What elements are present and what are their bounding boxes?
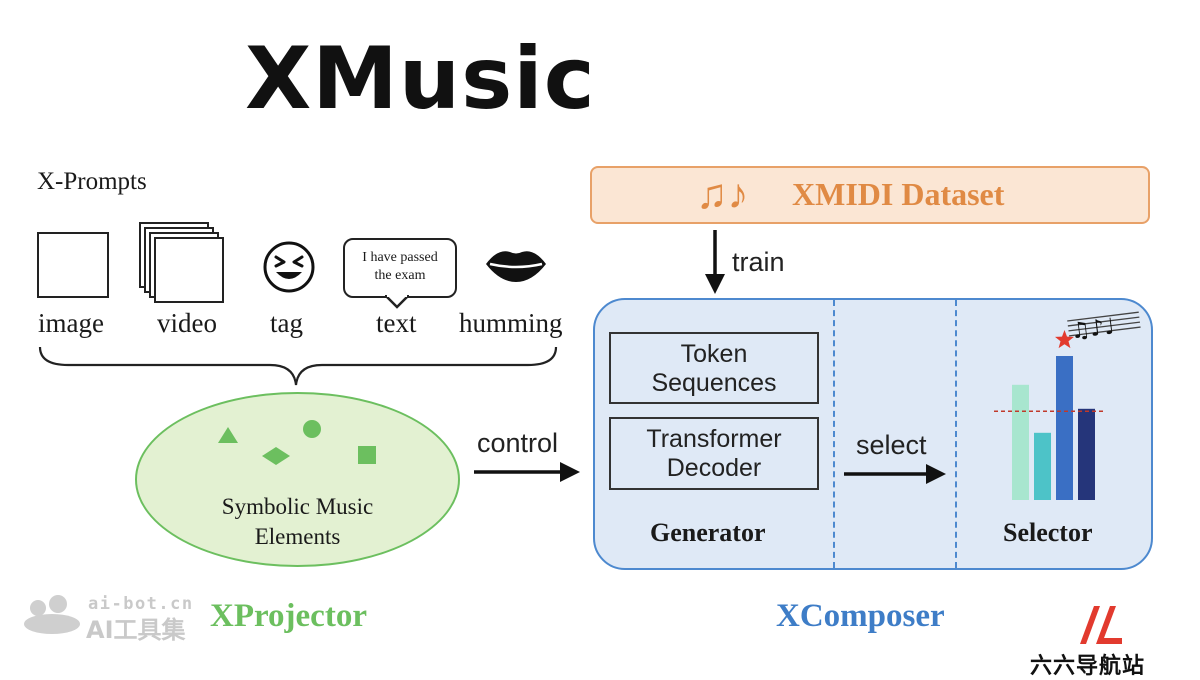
staff-notes-icon: ♫♪♩ <box>1069 314 1116 344</box>
watermark-site: ai-bot.cn <box>88 594 194 614</box>
transformer-decoder-line-2: Decoder <box>666 454 762 482</box>
prompt-label-video: video <box>157 308 217 338</box>
selector-bars <box>994 330 1104 500</box>
symbolic-music-elements-ellipse <box>135 392 460 567</box>
selector-bar <box>1078 408 1095 500</box>
control-arrow-label: control <box>477 428 559 458</box>
selector-bar <box>1056 356 1073 500</box>
best-star-icon <box>1055 330 1074 349</box>
train-arrow <box>705 230 725 294</box>
image-icon <box>37 232 109 298</box>
lips-icon <box>486 251 546 282</box>
xmidi-dataset-label: XMIDI Dataset <box>792 176 1005 212</box>
watermark-name: AI工具集 <box>86 616 186 644</box>
xmidi-dataset-box <box>590 166 1150 224</box>
bubble-line-1: I have passed <box>362 250 438 265</box>
nav-logo-icon <box>1080 606 1122 644</box>
square-shape <box>358 446 376 464</box>
staff-lines: ♫♪♩ <box>1067 311 1141 345</box>
circle-shape <box>303 420 321 438</box>
generator-label: Generator <box>650 518 766 547</box>
token-sequences-box: Token Sequences <box>609 332 819 404</box>
prompt-label-humming: humming <box>459 308 563 338</box>
selector-label: Selector <box>1003 518 1093 547</box>
ellipse-label: Symbolic Music Elements <box>190 492 405 552</box>
selector-bar-chart: ♫♪♩ <box>994 311 1141 500</box>
xprojector-label: XProjector <box>210 598 367 634</box>
prompt-label-image: image <box>38 308 104 338</box>
ellipse-label-line-2: Elements <box>254 524 341 549</box>
grinning-face-icon <box>263 241 315 293</box>
transformer-decoder-box: Transformer Decoder <box>609 417 819 490</box>
ellipse-label-line-1: Symbolic Music <box>221 494 374 519</box>
selector-bar <box>1012 384 1029 500</box>
triangle-shape <box>218 427 238 443</box>
train-arrow-label: train <box>732 247 785 277</box>
nav-site-name: 六六导航站 <box>1030 654 1146 679</box>
divider-left <box>833 300 835 568</box>
prompt-label-text: text <box>376 308 417 338</box>
select-arrow-label: select <box>856 430 927 460</box>
control-arrow <box>474 462 580 482</box>
token-sequences-line-2: Sequences <box>651 369 777 397</box>
speech-bubble-icon: I have passed the exam <box>343 238 457 298</box>
page-title: XMusic <box>245 29 596 129</box>
select-arrow <box>844 464 946 484</box>
x-prompts-heading: X-Prompts <box>37 168 147 195</box>
symbolic-shapes <box>218 420 376 465</box>
video-frames-icon <box>139 222 239 312</box>
bubble-tail <box>385 295 409 309</box>
prompt-label-tag: tag <box>270 308 303 338</box>
prompts-brace <box>38 346 558 386</box>
diamond-shape <box>262 447 290 465</box>
divider-right <box>955 300 957 568</box>
selector-bar <box>1034 432 1051 500</box>
bubble-line-2: the exam <box>374 268 426 283</box>
xcomposer-label: XComposer <box>776 598 945 634</box>
token-sequences-line-1: Token <box>680 340 748 368</box>
music-notes-icon: ♫♪ <box>696 172 749 218</box>
watermark-logo-icon <box>24 595 80 634</box>
transformer-decoder-line-1: Transformer <box>646 425 782 453</box>
